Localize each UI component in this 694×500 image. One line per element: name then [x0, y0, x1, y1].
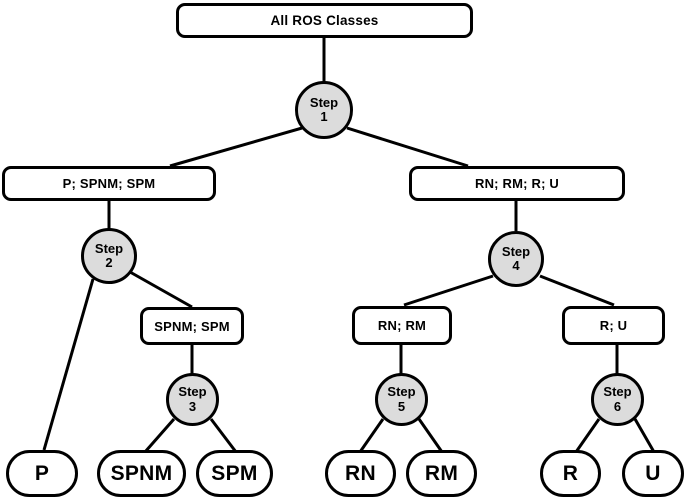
node-label: P; SPNM; SPM [62, 176, 156, 191]
node-step-5[interactable]: Step 5 [375, 373, 428, 426]
node-label: RN [345, 461, 376, 485]
node-label: RM [424, 461, 459, 485]
edge-step4-group-rn-rm [403, 274, 494, 307]
edge-step4-group-r-u [539, 274, 615, 307]
step-word: Step [94, 240, 124, 256]
node-leaf-spnm[interactable]: SPNM [97, 450, 186, 497]
step-number: 6 [613, 398, 622, 414]
node-group-rn-rm-r-u[interactable]: RN; RM; R; U [409, 166, 625, 201]
node-step-4[interactable]: Step 4 [488, 231, 544, 287]
node-group-r-u[interactable]: R; U [562, 306, 665, 345]
step-number: 5 [397, 398, 406, 414]
node-label: P [34, 461, 50, 485]
step-word: Step [501, 243, 531, 259]
step-word: Step [603, 384, 632, 400]
edge-step6-leaf-u [633, 418, 656, 453]
node-group-rn-rm[interactable]: RN; RM [352, 306, 452, 345]
node-leaf-rm[interactable]: RM [406, 450, 477, 497]
node-leaf-spm[interactable]: SPM [196, 450, 273, 497]
edge-step3-leaf-spm [209, 418, 238, 453]
node-label: All ROS Classes [270, 13, 379, 28]
node-label: SPM [211, 461, 258, 485]
edge-step1-group-left [169, 126, 303, 168]
node-label: SPNM [110, 461, 173, 485]
node-all-ros-classes[interactable]: All ROS Classes [176, 3, 473, 38]
step-number: 4 [512, 258, 520, 273]
node-label: R; U [599, 318, 628, 333]
step-word: Step [178, 384, 207, 400]
node-step-3[interactable]: Step 3 [166, 373, 219, 426]
step-number: 3 [188, 398, 197, 414]
node-leaf-r[interactable]: R [540, 450, 601, 497]
edge-step2-group-spnm-spm [129, 270, 193, 309]
edge-step1-group-right [346, 126, 469, 168]
edge-step3-leaf-spnm [143, 418, 176, 453]
node-step-1[interactable]: Step 1 [295, 81, 353, 139]
node-label: RN; RM; R; U [475, 176, 559, 191]
edge-step5-leaf-rn [358, 418, 385, 453]
step-word: Step [309, 94, 339, 110]
step-number: 1 [320, 109, 328, 124]
node-label: U [645, 461, 661, 485]
edge-step6-leaf-r [574, 418, 601, 453]
node-label: R [562, 461, 579, 485]
edge-step2-leaf-p [42, 278, 95, 451]
node-leaf-u[interactable]: U [622, 450, 684, 497]
node-step-6[interactable]: Step 6 [591, 373, 644, 426]
node-leaf-p[interactable]: P [6, 450, 78, 497]
node-leaf-rn[interactable]: RN [325, 450, 396, 497]
edge-step5-leaf-rm [417, 418, 444, 453]
node-label: SPNM; SPM [154, 318, 230, 334]
node-group-p-spnm-spm[interactable]: P; SPNM; SPM [2, 166, 216, 201]
step-number: 2 [105, 255, 113, 270]
node-step-2[interactable]: Step 2 [81, 228, 137, 284]
node-group-spnm-spm[interactable]: SPNM; SPM [140, 307, 244, 345]
step-word: Step [387, 384, 416, 400]
node-label: RN; RM [377, 318, 427, 333]
